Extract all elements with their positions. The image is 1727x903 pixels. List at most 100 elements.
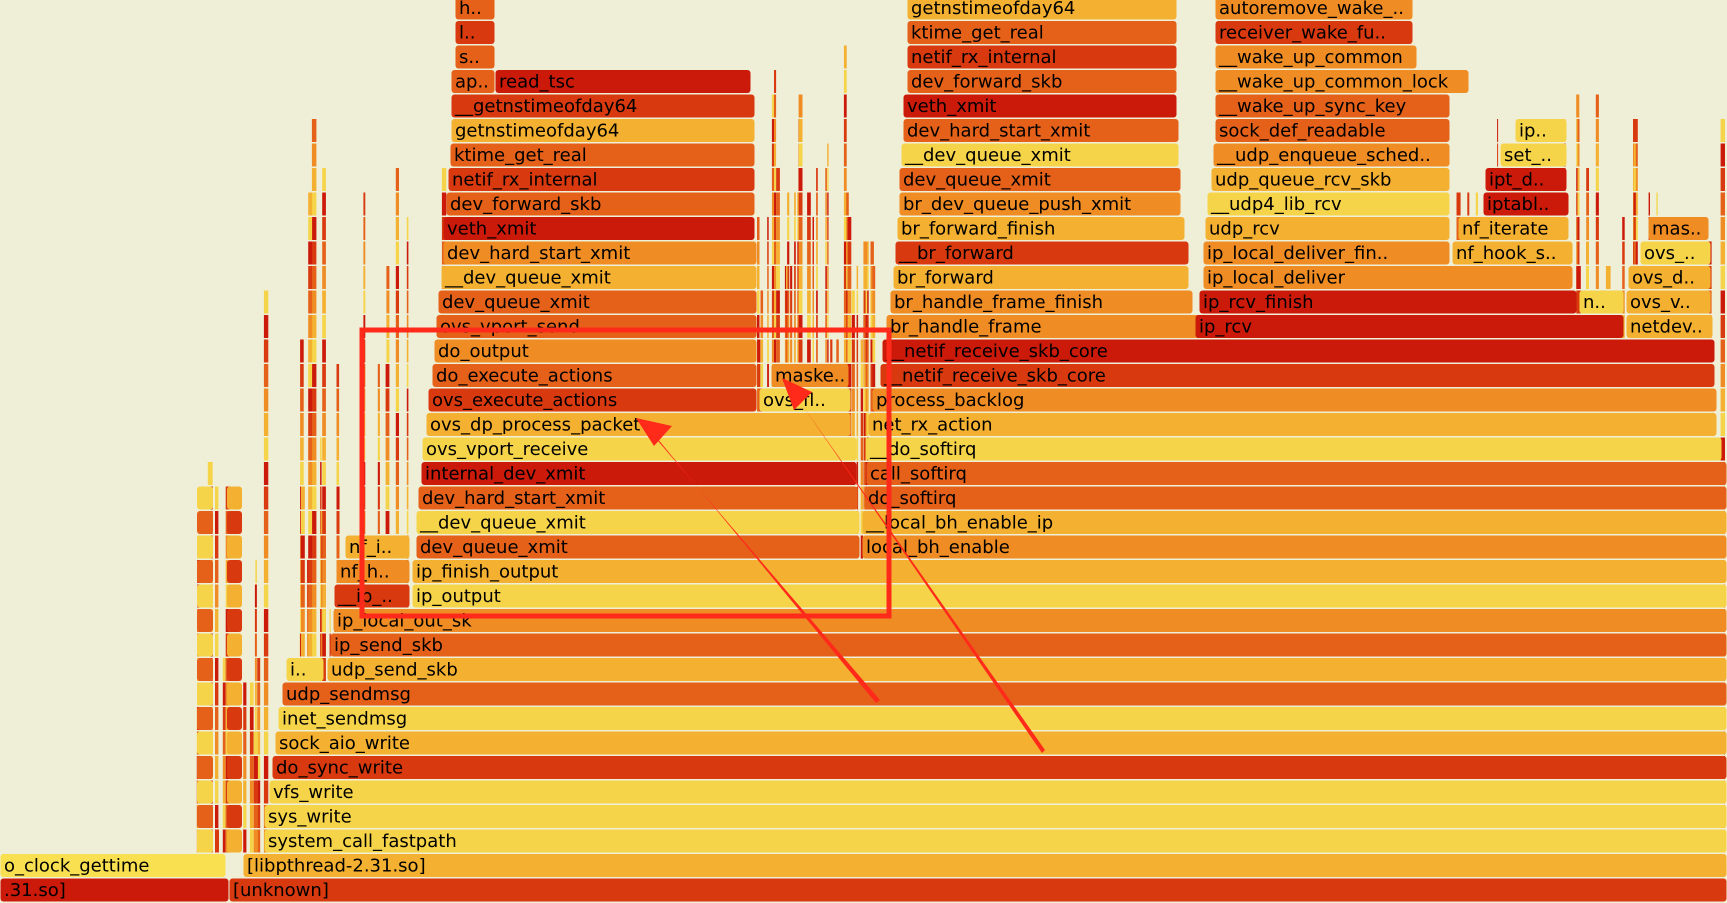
frame[interactable]: dev_queue_xmit (899, 168, 1181, 191)
frame[interactable]: process_backlog (872, 388, 1717, 412)
frame-rect[interactable] (455, 0, 495, 20)
frame-rect[interactable] (441, 266, 757, 289)
frame-rect[interactable] (451, 70, 495, 93)
frame-rect[interactable] (903, 119, 1179, 142)
frame-rect[interactable] (1199, 290, 1577, 314)
frame-rect[interactable] (418, 486, 858, 510)
frame-rect[interactable] (1626, 290, 1711, 314)
frame[interactable]: __getnstimeofday64 (451, 94, 755, 118)
frame-rect[interactable] (895, 241, 1189, 265)
frame-rect[interactable] (272, 756, 1727, 779)
frame[interactable]: local_bh_enable (862, 535, 1727, 559)
frame-rect[interactable] (880, 364, 1715, 387)
frame-rect[interactable] (1515, 119, 1567, 142)
frame[interactable]: ip_local_out_sk (333, 609, 1727, 632)
frame[interactable]: read_tsc (495, 70, 751, 93)
frame-rect[interactable] (890, 290, 1193, 314)
frame[interactable]: net_rx_action (868, 413, 1717, 436)
frame[interactable]: udp_queue_rcv_skb (1211, 168, 1450, 191)
frame-rect[interactable] (1648, 217, 1709, 240)
frame[interactable]: sys_write (264, 805, 1727, 828)
frame[interactable]: set_.. (1500, 143, 1567, 167)
frame[interactable]: netif_rx_internal (448, 168, 755, 191)
frame[interactable]: n.. (1579, 290, 1624, 314)
frame[interactable]: h.. (455, 0, 495, 20)
frame[interactable]: i.. (286, 658, 324, 681)
frame-rect[interactable] (903, 94, 1177, 118)
frame-rect[interactable] (1215, 0, 1413, 20)
frame[interactable]: __local_bh_enable_ip (862, 511, 1727, 534)
frame[interactable]: __netif_receive_skb_core (882, 339, 1715, 363)
frame-rect[interactable] (1452, 241, 1573, 265)
frame[interactable]: call_softirq (866, 462, 1727, 485)
frame-rect[interactable] (421, 462, 857, 485)
frame-rect[interactable] (759, 388, 851, 412)
frame[interactable]: nf_i.. (345, 535, 410, 559)
frame-rect[interactable] (443, 241, 757, 265)
frame-rect[interactable] (0, 854, 226, 877)
frame-rect[interactable] (327, 658, 1727, 681)
frame-rect[interactable] (1215, 94, 1450, 118)
frame[interactable]: ovs_.. (1640, 241, 1711, 265)
frame-rect[interactable] (330, 633, 1727, 657)
frame[interactable]: .31.so] (0, 878, 229, 902)
frame-rect[interactable] (269, 780, 1727, 804)
frame[interactable]: ovs_v.. (1626, 290, 1711, 314)
frame-rect[interactable] (436, 315, 757, 338)
frame[interactable]: vfs_write (269, 780, 1727, 804)
frame-rect[interactable] (1203, 266, 1573, 289)
frame-rect[interactable] (229, 878, 1727, 902)
frame[interactable]: __wake_up_sync_key (1215, 94, 1450, 118)
frame-rect[interactable] (1500, 143, 1567, 167)
frame-rect[interactable] (1483, 192, 1569, 216)
frame-rect[interactable] (907, 45, 1177, 69)
frame[interactable]: dev_hard_start_xmit (903, 119, 1179, 142)
frame-rect[interactable] (451, 94, 755, 118)
frame-rect[interactable] (451, 119, 755, 142)
frame[interactable]: dev_forward_skb (907, 70, 1177, 93)
frame-rect[interactable] (264, 805, 1727, 828)
frame-rect[interactable] (1211, 168, 1450, 191)
frame-rect[interactable] (1213, 143, 1450, 167)
frame-rect[interactable] (412, 584, 1727, 608)
frame[interactable]: inet_sendmsg (278, 707, 1727, 730)
frame[interactable]: __dev_queue_xmit (901, 143, 1179, 167)
frame-rect[interactable] (901, 143, 1179, 167)
frame[interactable]: autoremove_wake_.. (1215, 0, 1413, 20)
frame[interactable]: sock_def_readable (1215, 119, 1450, 142)
frame-rect[interactable] (899, 168, 1181, 191)
frame-rect[interactable] (907, 0, 1177, 20)
frame-rect[interactable] (446, 192, 755, 216)
frame[interactable]: ip_rcv (1195, 315, 1624, 338)
frame[interactable]: netdev.. (1626, 315, 1713, 338)
frame[interactable]: udp_send_skb (327, 658, 1727, 681)
frame[interactable]: veth_xmit (903, 94, 1177, 118)
frame[interactable]: __dev_queue_xmit (441, 266, 757, 289)
frame[interactable]: __dev_queue_xmit (416, 511, 860, 534)
frame[interactable]: ipt_d.. (1485, 168, 1567, 191)
frame-rect[interactable] (1215, 21, 1413, 44)
frame[interactable]: __do_softirq (866, 437, 1722, 461)
frame-rect[interactable] (448, 168, 755, 191)
frame[interactable]: ap.. (451, 70, 495, 93)
frame[interactable]: do_softirq (864, 486, 1727, 510)
frame-rect[interactable] (434, 339, 757, 363)
frame[interactable]: dev_queue_xmit (416, 535, 860, 559)
frame-rect[interactable] (432, 364, 757, 387)
frame-rect[interactable] (0, 878, 229, 902)
frame-rect[interactable] (1215, 70, 1469, 93)
frame-rect[interactable] (443, 217, 755, 240)
frame[interactable]: nf_hook_s.. (1452, 241, 1573, 265)
frame[interactable]: ip_local_deliver (1203, 266, 1573, 289)
frame[interactable]: ovs_execute_actions (428, 388, 757, 412)
frame[interactable]: ktime_get_real (450, 143, 755, 167)
frame-rect[interactable] (426, 413, 851, 436)
frame-rect[interactable] (334, 584, 410, 608)
frame-rect[interactable] (333, 609, 1727, 632)
frame[interactable]: __ip_.. (334, 584, 410, 608)
frame[interactable]: do_sync_write (272, 756, 1727, 779)
frame[interactable]: udp_rcv (1205, 217, 1450, 240)
frame-rect[interactable] (866, 462, 1727, 485)
frame[interactable]: __netif_receive_skb_core (880, 364, 1715, 387)
frame-rect[interactable] (864, 486, 1727, 510)
